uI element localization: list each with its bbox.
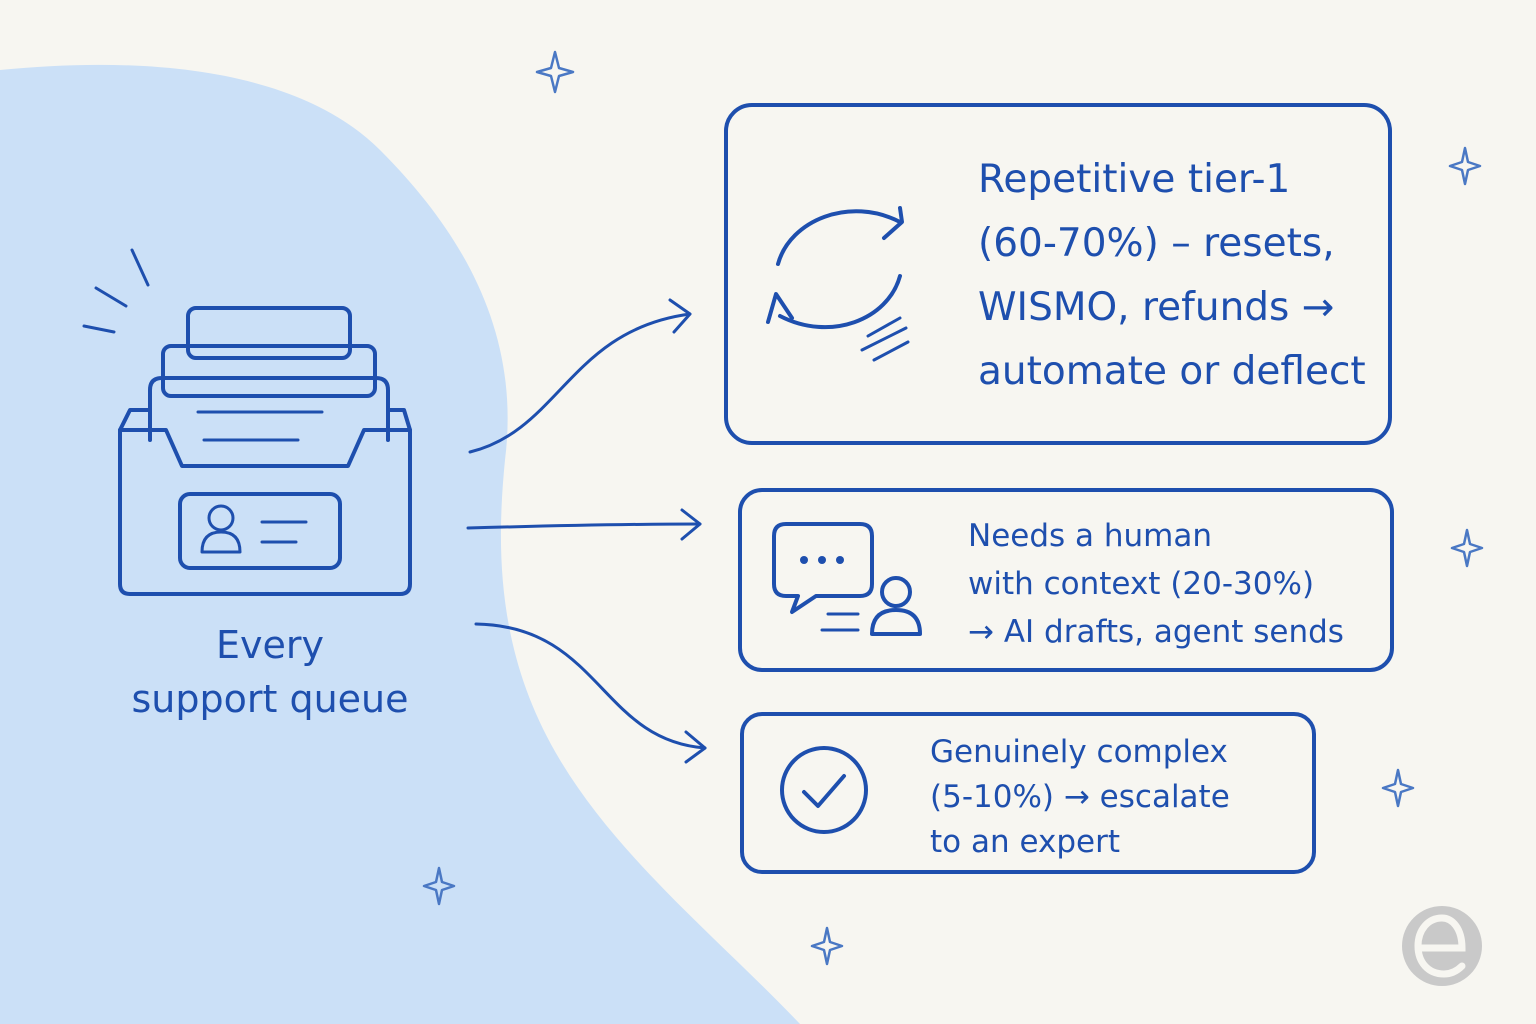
category-box-tier1 — [724, 103, 1392, 445]
category-text-line: (60-70%) – resets, — [978, 221, 1335, 266]
category-text-line: → AI drafts, agent sends — [968, 614, 1344, 650]
chat-with-person-icon — [772, 522, 922, 636]
sparkle-icon — [810, 926, 844, 966]
arrow-to-complex — [474, 622, 707, 764]
sparkle-icon — [1448, 146, 1482, 186]
refresh-cycle-icon — [766, 206, 910, 362]
letter-e-logo-icon — [1402, 906, 1482, 986]
category-text-human: Needs a human with context (20-30%) → AI… — [968, 512, 1344, 656]
queue-label-line: support queue — [131, 677, 409, 721]
checkmark-circle-icon — [780, 746, 868, 834]
category-text-tier1: Repetitive tier-1 (60-70%) – resets, WIS… — [978, 148, 1366, 404]
category-text-line: to an expert — [930, 824, 1120, 860]
sparkle-icon — [1450, 528, 1484, 568]
inbox-tray-icon — [82, 248, 412, 596]
category-box-complex — [740, 712, 1316, 874]
category-box-human — [738, 488, 1394, 672]
category-text-line: WISMO, refunds → — [978, 285, 1335, 330]
category-text-line: Needs a human — [968, 518, 1213, 554]
category-text-line: automate or deflect — [978, 349, 1366, 394]
arrow-to-human — [466, 508, 702, 541]
category-text-complex: Genuinely complex (5-10%) → escalate to … — [930, 730, 1230, 865]
arrow-to-tier1 — [468, 298, 692, 454]
category-text-line: Repetitive tier-1 — [978, 157, 1291, 202]
sparkle-icon — [1381, 768, 1415, 808]
queue-label: Every support queue — [120, 618, 420, 726]
queue-label-line: Every — [216, 623, 324, 667]
sparkle-icon — [422, 866, 456, 906]
background-blob — [0, 64, 800, 1024]
sparkle-icon — [535, 50, 575, 94]
category-text-line: (5-10%) → escalate — [930, 779, 1230, 815]
category-text-line: Genuinely complex — [930, 734, 1228, 770]
category-text-line: with context (20-30%) — [968, 566, 1315, 602]
